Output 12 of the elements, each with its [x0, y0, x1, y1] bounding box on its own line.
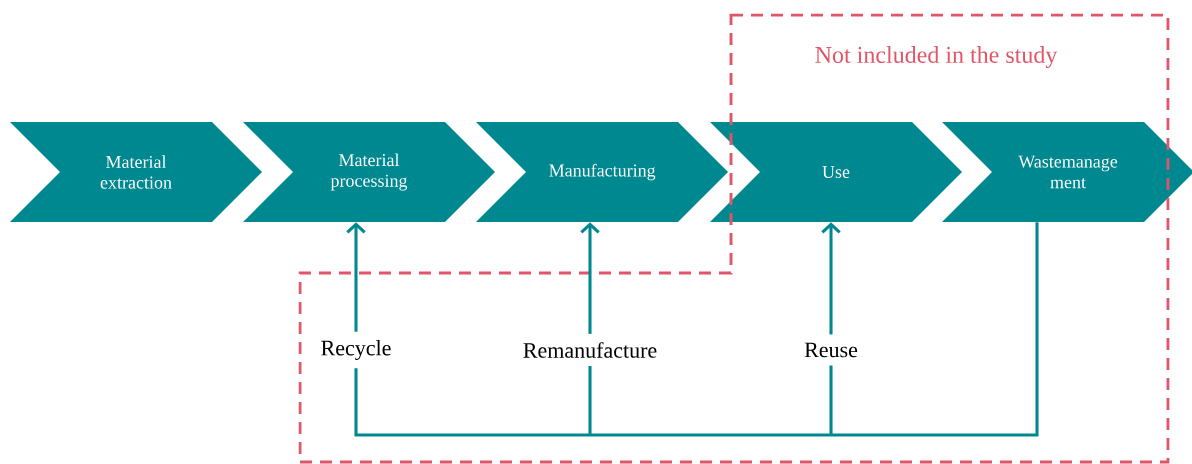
process-step: Manufacturing [476, 122, 728, 222]
process-label: Remanufacture [523, 342, 657, 358]
arrow [580, 222, 600, 334]
process-label: Reuse [804, 342, 858, 358]
process-step: Use [710, 122, 962, 222]
process-step: Material processing [243, 122, 495, 222]
process-label: Recycle [321, 340, 391, 360]
arrow [346, 222, 366, 332]
process-step: Wastemanage ment [942, 122, 1192, 222]
region-label: Not included in the study [815, 46, 1058, 68]
arrow [821, 222, 841, 335]
process-step: Material extraction [10, 122, 262, 222]
